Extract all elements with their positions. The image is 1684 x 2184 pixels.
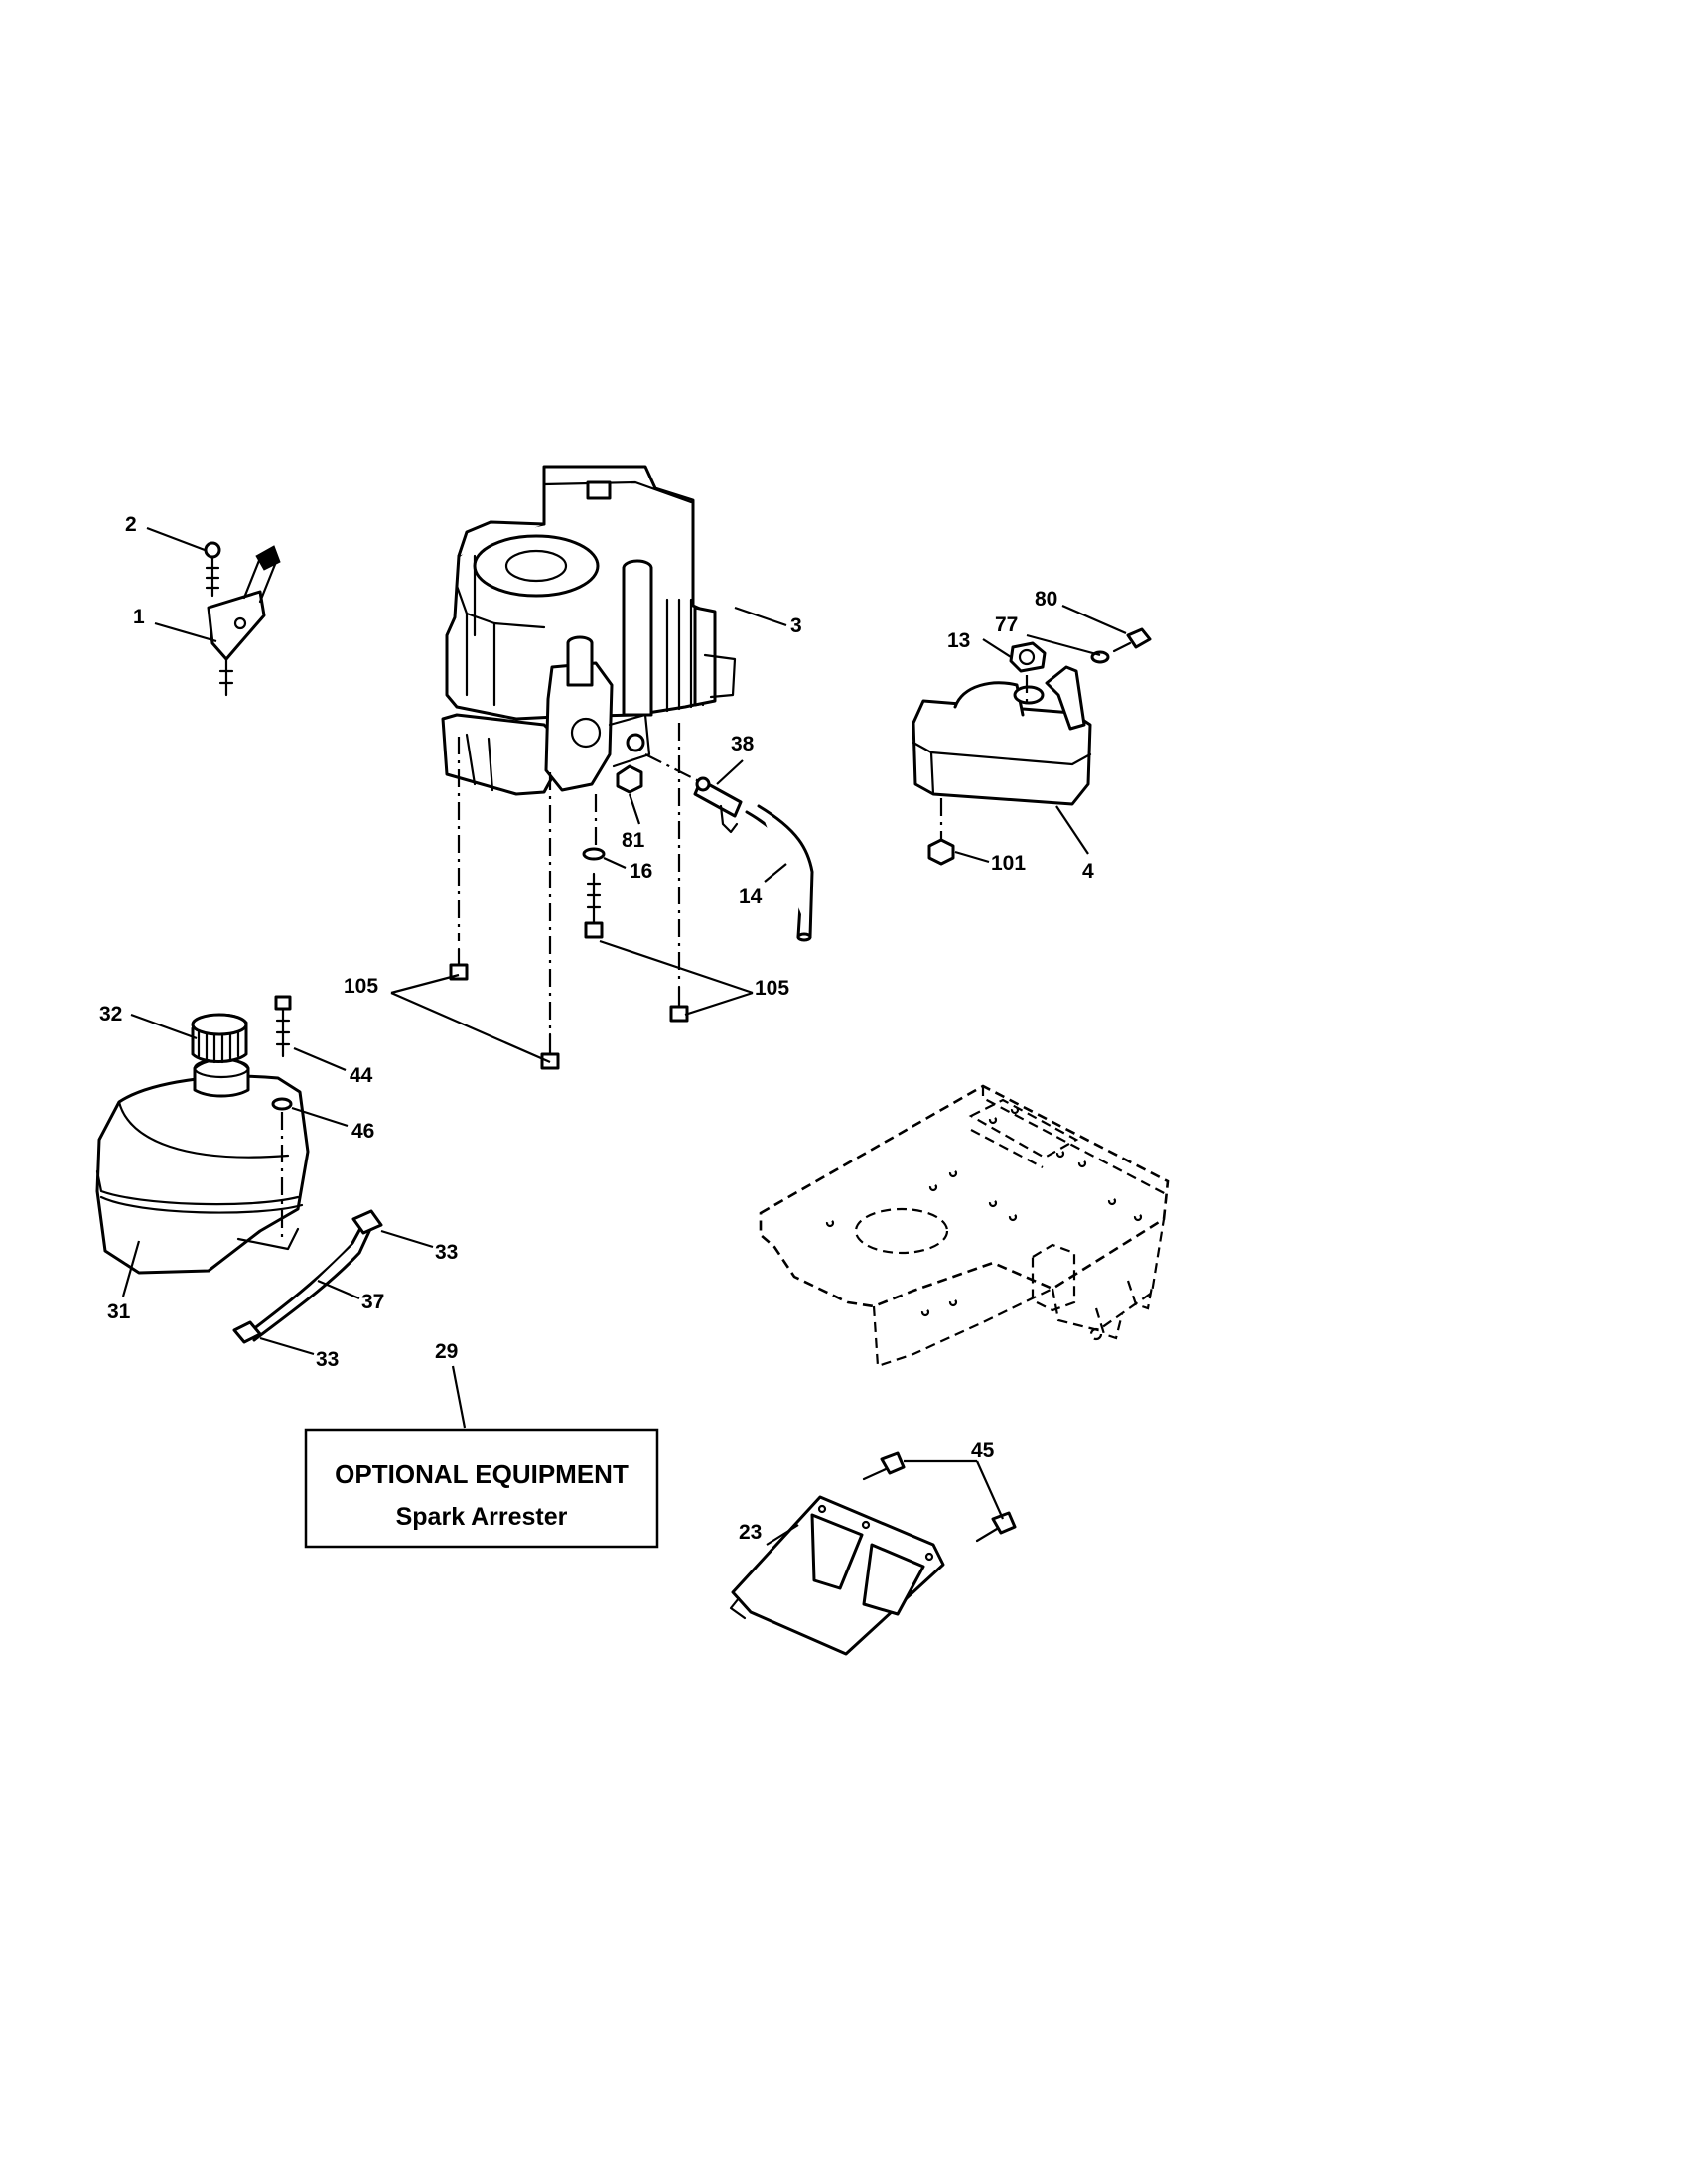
callout-29: 29 [435, 1340, 458, 1363]
leader-13 [982, 638, 1012, 658]
leader-105-left [390, 973, 551, 1064]
leader-32 [130, 1013, 198, 1040]
leader-3 [734, 606, 787, 627]
bolt-part-lower [540, 1032, 560, 1070]
leader-38 [716, 759, 744, 785]
callout-101: 101 [991, 852, 1026, 875]
engine-part [441, 465, 737, 796]
callout-80: 80 [1035, 588, 1057, 611]
optional-equipment-subtitle: Spark Arrester [396, 1503, 568, 1531]
leader-101 [954, 850, 990, 864]
hose-clamp-part-upper [351, 1209, 383, 1235]
callout-105-right: 105 [755, 977, 789, 1000]
leader-14 [764, 863, 787, 883]
shield-part [729, 1495, 945, 1656]
callout-33-upper: 33 [435, 1241, 458, 1264]
bolt-part-center [584, 872, 604, 939]
fuel-cap-part [191, 1013, 248, 1064]
callout-13: 13 [947, 629, 970, 652]
leader-33-upper [380, 1229, 434, 1249]
callout-16: 16 [630, 860, 652, 883]
callout-32: 32 [99, 1003, 122, 1025]
callout-3: 3 [790, 614, 802, 637]
leader-33-lower [259, 1336, 315, 1356]
callout-33-lower: 33 [316, 1348, 339, 1371]
callout-1: 1 [133, 606, 145, 628]
callout-77: 77 [995, 614, 1018, 636]
leader-2 [146, 526, 206, 552]
callout-38: 38 [731, 733, 755, 755]
callout-45: 45 [971, 1439, 995, 1462]
leader-29 [451, 1365, 467, 1429]
leader-4 [1055, 805, 1089, 855]
screw-part [204, 541, 221, 598]
tank-bolt-part [274, 995, 292, 1058]
muffler-nut-part [927, 838, 955, 866]
callout-14: 14 [739, 886, 763, 908]
callout-105-left: 105 [344, 975, 378, 998]
callout-4: 4 [1082, 860, 1094, 883]
hose-clamp-part-lower [232, 1320, 262, 1344]
leader-77 [1026, 633, 1101, 657]
tank-washer-part [271, 1097, 293, 1111]
callout-44: 44 [350, 1064, 373, 1087]
fuel-line-part [745, 804, 814, 942]
leader-44 [293, 1046, 347, 1072]
gasket-part [1009, 641, 1047, 673]
washer-part [582, 847, 606, 861]
leader-1 [154, 621, 217, 643]
bolt-part-left [449, 947, 469, 981]
tank-fuel-line-part [242, 1221, 373, 1342]
shield-screw-part-upper [862, 1451, 906, 1481]
bolt-part-right [669, 985, 689, 1023]
shield-screw-part-lower [975, 1511, 1017, 1543]
callout-37: 37 [361, 1291, 384, 1313]
clamp-part [693, 776, 743, 834]
leader-105-right [599, 939, 754, 1017]
optional-equipment-box [304, 1428, 659, 1549]
leader-16 [603, 856, 627, 870]
chassis-frame-reference [759, 1084, 1170, 1368]
leader-37 [317, 1279, 360, 1300]
leader-46 [291, 1106, 349, 1128]
nut-part [616, 764, 643, 794]
leader-23 [766, 1524, 799, 1546]
callout-31: 31 [107, 1300, 131, 1323]
leader-45 [904, 1459, 1005, 1520]
callout-2: 2 [125, 513, 137, 536]
optional-equipment-title: OPTIONAL EQUIPMENT [335, 1459, 629, 1489]
leader-80 [1061, 604, 1127, 635]
muffler-bolt-part [1112, 627, 1152, 653]
centerline-fuel [644, 753, 702, 783]
leader-81 [628, 793, 641, 825]
leader-31 [121, 1240, 141, 1297]
callout-46: 46 [351, 1120, 374, 1143]
fuel-tank-part [95, 1057, 310, 1275]
muffler-part [912, 665, 1092, 806]
throttle-control-part [207, 545, 281, 697]
callout-81: 81 [622, 829, 645, 852]
callout-23: 23 [739, 1521, 762, 1544]
